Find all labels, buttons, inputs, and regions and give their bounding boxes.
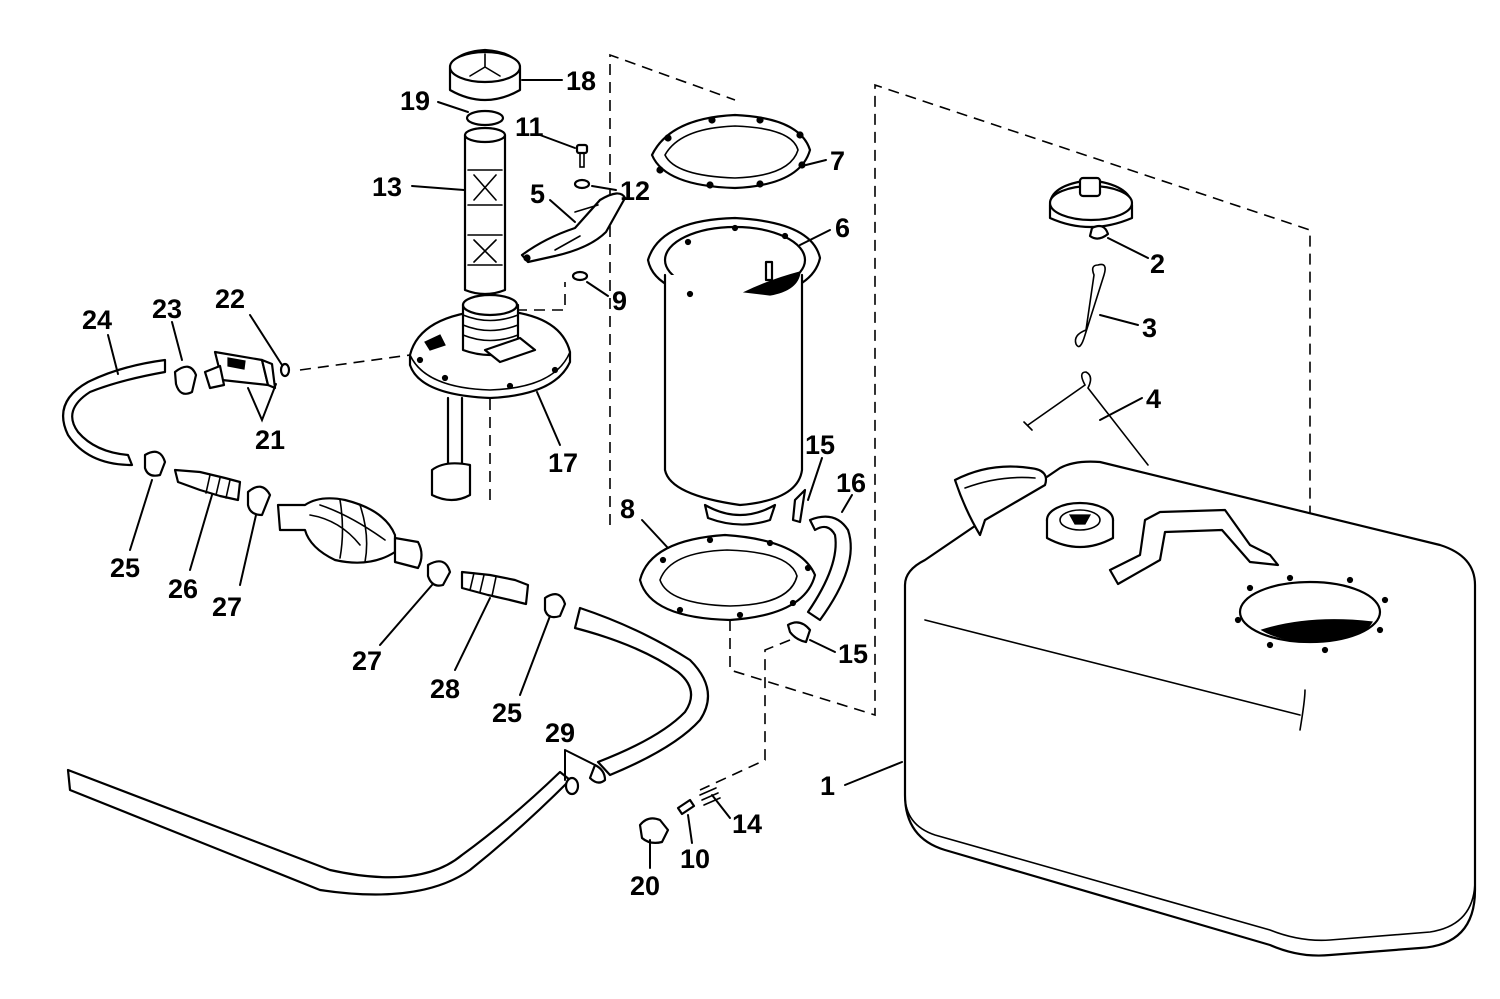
callout-17: 17: [548, 448, 578, 478]
callout-8: 8: [620, 494, 635, 524]
filter-tube: [463, 126, 507, 296]
callout-28: 28: [430, 674, 460, 704]
gasket-bottom: [638, 533, 817, 622]
callout-22: 22: [215, 284, 245, 314]
hose-fitting-28: [460, 570, 530, 606]
gauge-cap: [448, 48, 522, 101]
callout-27-right: 27: [352, 646, 382, 676]
fuel-line-29: [66, 606, 710, 896]
callout-25-right: 25: [492, 698, 522, 728]
callout-15-lower: 15: [838, 639, 868, 669]
callout-18: 18: [566, 66, 596, 96]
callout-9: 9: [612, 286, 627, 316]
screw: [575, 143, 589, 168]
fuel-hose-24: [62, 358, 167, 467]
callout-5: 5: [530, 179, 545, 209]
callout-12: 12: [620, 176, 650, 206]
fuel-connector: [203, 350, 277, 390]
callout-labels: 1 2 3 4 5 6 7 8 9 10 11 12 13 14 15 15 1…: [82, 66, 1165, 901]
callout-21: 21: [255, 425, 285, 455]
wire-retaining-clip: [1023, 371, 1149, 466]
mounting-bracket: [520, 192, 627, 264]
callout-24: 24: [82, 305, 112, 335]
callout-6: 6: [835, 213, 850, 243]
callout-7: 7: [830, 146, 845, 176]
return-hose: [786, 488, 852, 644]
pin-10: [676, 798, 696, 816]
hose-clamp-23: [173, 365, 198, 395]
callout-11: 11: [515, 112, 544, 142]
callout-4: 4: [1146, 384, 1161, 414]
callout-13: 13: [372, 172, 402, 202]
callout-1: 1: [820, 771, 835, 801]
callout-26: 26: [168, 574, 198, 604]
callout-23: 23: [152, 294, 182, 324]
callout-20: 20: [630, 871, 660, 901]
callout-15-upper: 15: [805, 430, 835, 460]
primer-bulb: [276, 497, 423, 570]
connector-o-ring: [279, 362, 291, 378]
hose-clamp-25-right: [543, 593, 567, 619]
callout-27-left: 27: [212, 592, 242, 622]
clamp-27-left: [246, 485, 272, 517]
tank-bolt-holes: [1234, 574, 1389, 654]
cap-retainer-chain: [1074, 263, 1106, 348]
fuel-tank: [903, 460, 1477, 957]
clamp-27-right: [426, 560, 452, 587]
callout-25-left: 25: [110, 553, 140, 583]
callout-10: 10: [680, 844, 710, 874]
hose-fitting-26: [173, 468, 242, 502]
check-valve-20: [638, 817, 670, 844]
pickup-head-assembly: [408, 293, 572, 502]
filler-cap: [1048, 176, 1134, 240]
callout-19: 19: [400, 86, 430, 116]
pickup-canister: [646, 216, 822, 526]
gasket-top: [650, 113, 812, 190]
washer-upper: [573, 178, 591, 190]
callout-3: 3: [1142, 313, 1157, 343]
washer-lower: [571, 270, 589, 282]
hose-clamp-25-left: [143, 450, 167, 477]
callout-14: 14: [732, 809, 762, 839]
callout-16: 16: [836, 468, 866, 498]
leader-lines: [107, 79, 1149, 869]
spring-14: [699, 787, 721, 806]
callout-2: 2: [1150, 249, 1165, 279]
assembly-guide-lines: [299, 53, 1311, 791]
callout-29: 29: [545, 718, 575, 748]
o-ring: [465, 109, 505, 127]
